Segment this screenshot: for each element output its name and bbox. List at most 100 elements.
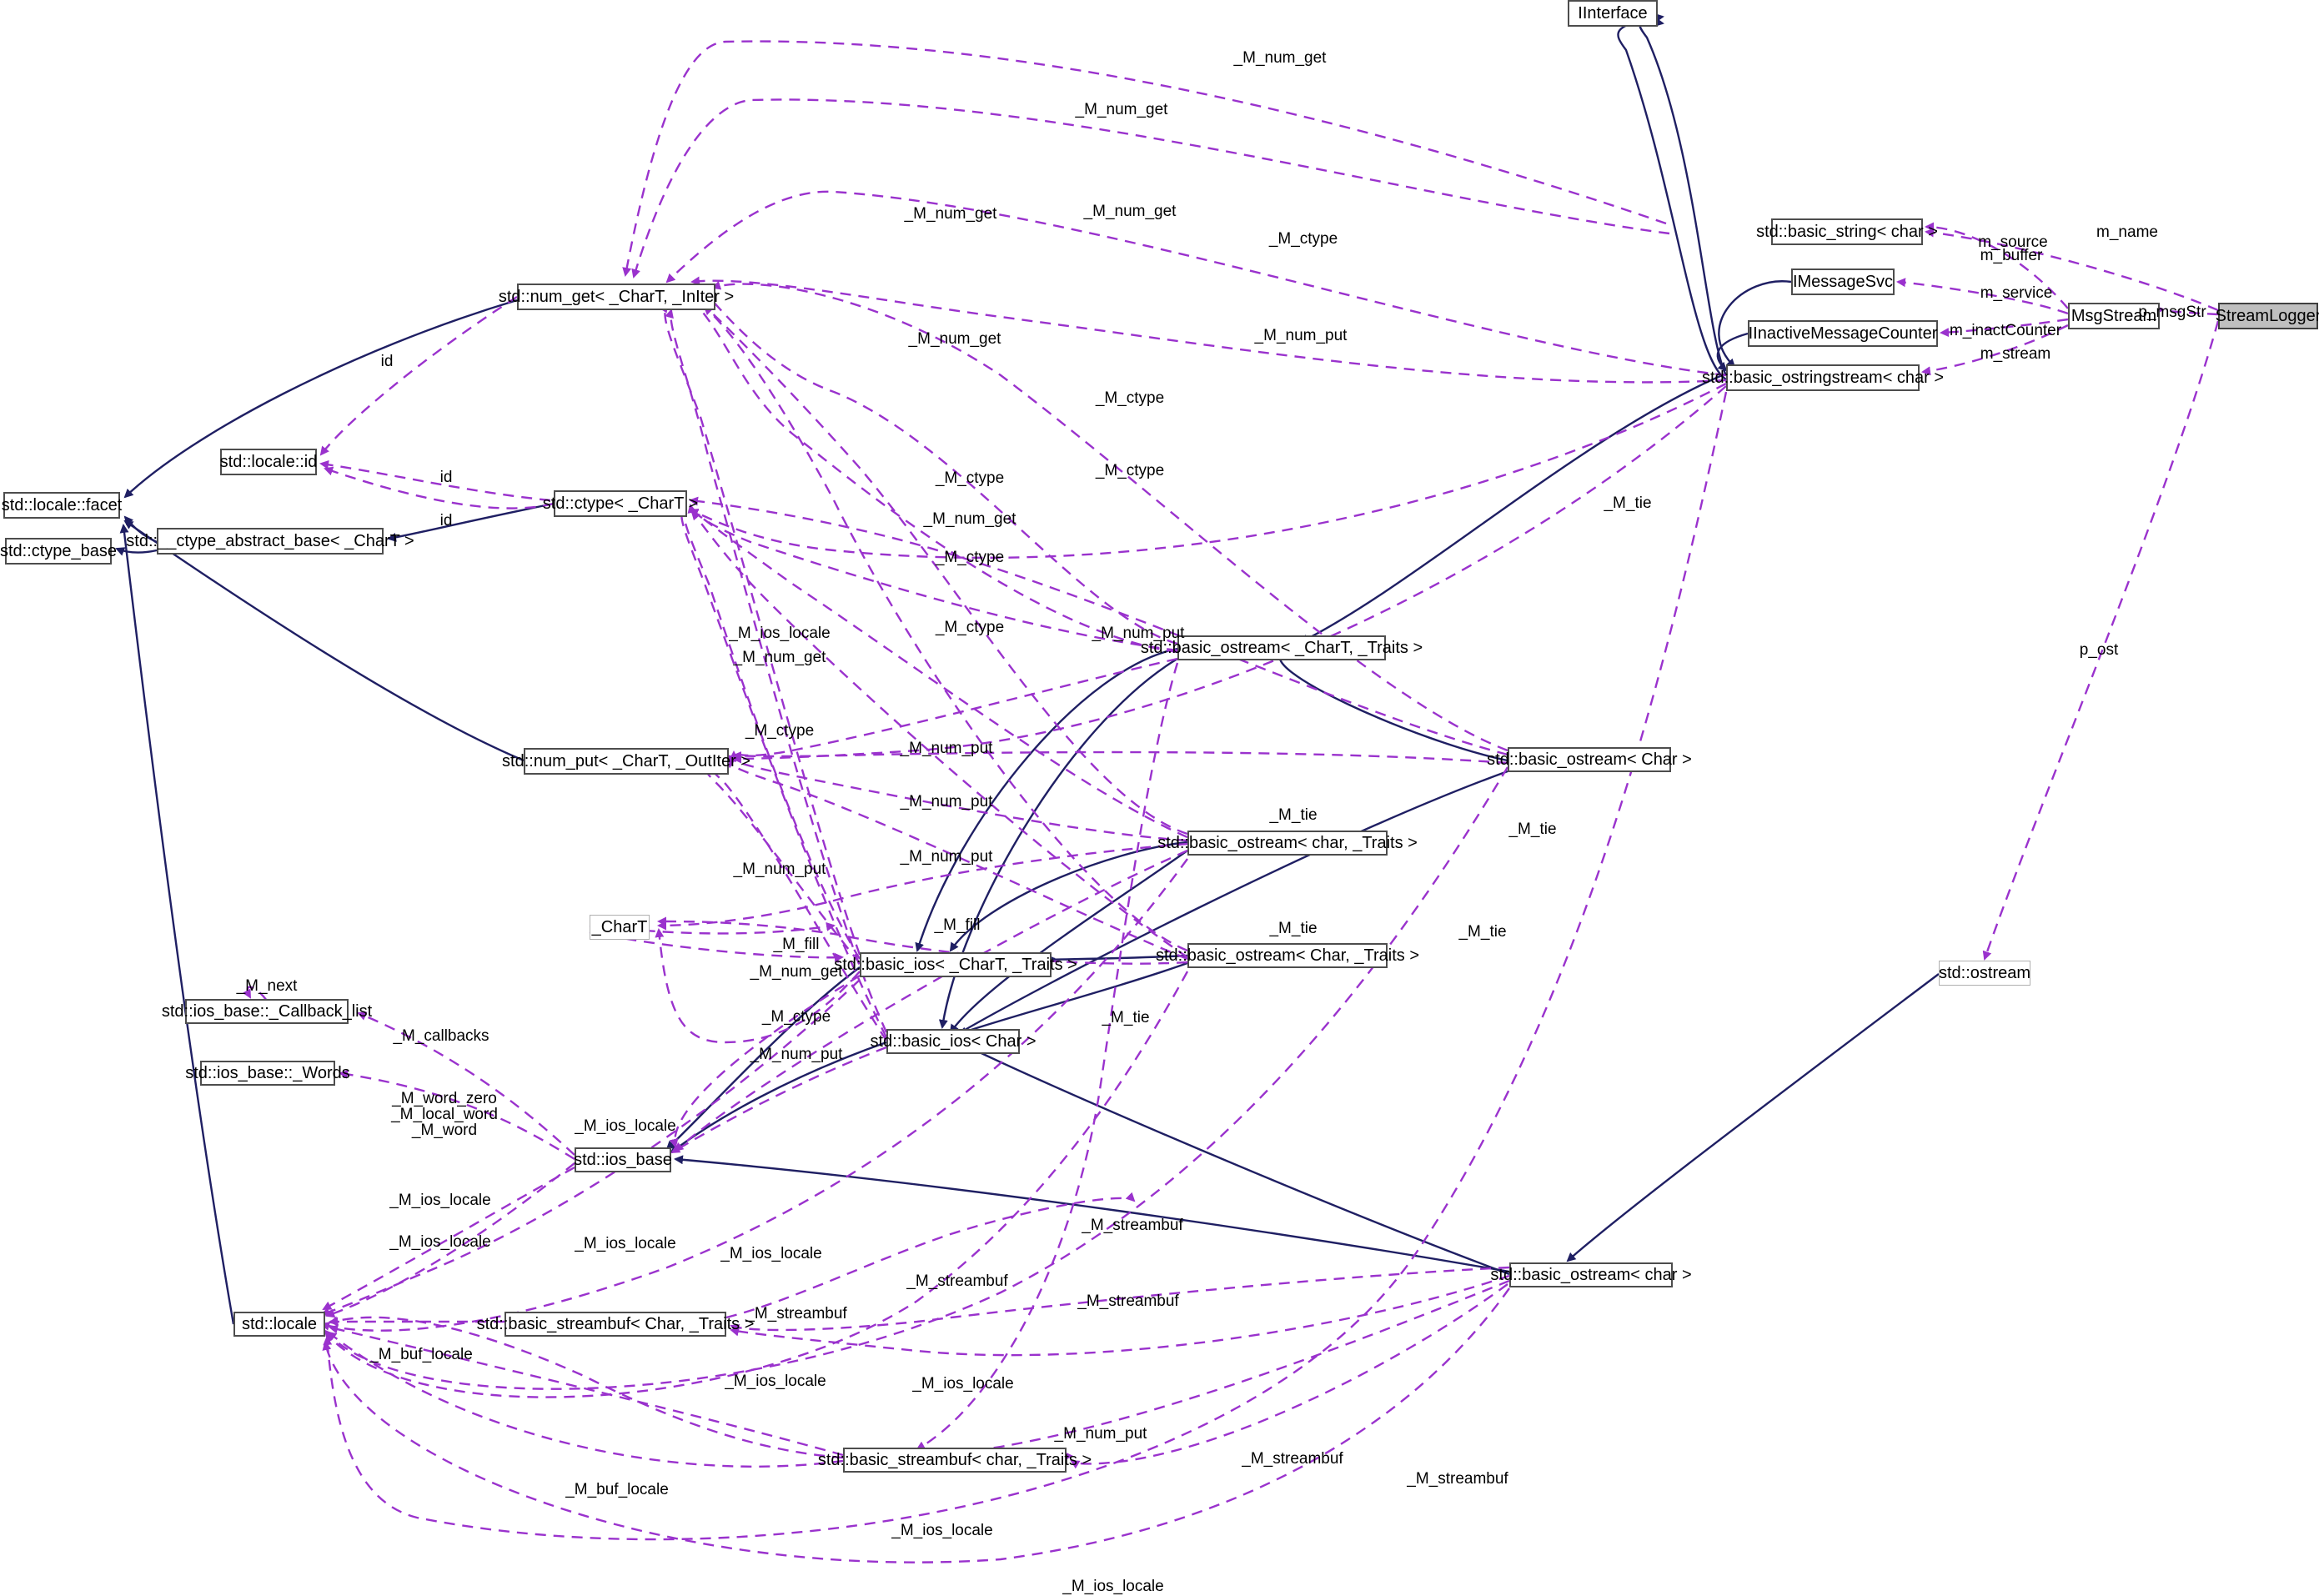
node-label: std::basic_ostream< Char, _Traits > — [1155, 946, 1420, 965]
node-label: IMessageSvc — [1792, 273, 1894, 291]
node-basic-ostream-char-traits[interactable]: std::basic_ostream< char, _Traits > — [1157, 831, 1418, 856]
node-ctype-abstract-base[interactable]: std::__ctype_abstract_base< _CharT > — [126, 528, 414, 555]
node-label: std::num_put< _CharT, _OutIter > — [502, 752, 750, 770]
edge-label: _M_fill — [934, 916, 981, 934]
edge-label: _M_ctype — [745, 722, 815, 740]
edge-label: _M_num_get — [923, 510, 1016, 528]
edge-label: _M_num_put — [900, 793, 993, 811]
edge-label: _M_next — [236, 977, 298, 995]
edge-label: _M_tie — [1604, 494, 1652, 512]
edge-label: p_ost — [2079, 641, 2119, 659]
usage-edges — [242, 40, 2220, 1563]
node-label: std::ios_base::_Words — [185, 1064, 350, 1082]
edge-label: _M_ctype — [935, 549, 1005, 566]
node-basic-ostream-Char[interactable]: std::basic_ostream< Char > — [1487, 747, 1692, 772]
edge-label: _M_tie — [1508, 821, 1557, 838]
node-label: _CharT — [591, 918, 648, 936]
node-locale[interactable]: std::locale — [233, 1312, 325, 1337]
node-ctype-chart[interactable]: std::ctype< _CharT > — [543, 490, 698, 517]
node-num-get[interactable]: std::num_get< _CharT, _InIter > — [499, 284, 734, 310]
edge-label: _M_streambuf — [1407, 1470, 1508, 1488]
edge-label: _M_ctype — [1095, 389, 1165, 407]
node-basic-streambuf-Char[interactable]: std::basic_streambuf< Char, _Traits > — [477, 1312, 754, 1337]
edge-label: _M_fill — [773, 936, 820, 953]
edge-label: _M_ios_locale — [1062, 1578, 1164, 1595]
node-basic-ostringstream-char[interactable]: std::basic_ostringstream< char > — [1702, 364, 1944, 391]
edge-label: _M_ios_locale — [389, 1192, 491, 1209]
edge-label: _M_ctype — [761, 1008, 831, 1026]
node-label: std::basic_streambuf< Char, _Traits > — [476, 1315, 755, 1333]
node-label: std::locale::id — [219, 453, 318, 471]
edge-label: _M_num_put — [750, 1046, 843, 1063]
edge-label: _M_ios_locale — [575, 1117, 676, 1135]
node-label: std::ios_base — [574, 1151, 672, 1169]
node-label: IInterface — [1578, 4, 1648, 23]
edge-label: _M_ios_locale — [729, 625, 831, 642]
node-label: std::basic_ostream< Char > — [1487, 750, 1692, 769]
edge-label: _M_ios_locale — [912, 1375, 1014, 1393]
edge-label: _M_tie — [1269, 806, 1318, 824]
edge-label: _M_num_get — [904, 205, 997, 223]
edge-label: _M_ios_locale — [891, 1522, 993, 1539]
node-ios-base-callback-list[interactable]: std::ios_base::_Callback_list — [162, 999, 372, 1024]
node-streamlogger[interactable]: StreamLogger — [2215, 303, 2319, 329]
edge-label: m_inactCounter — [1949, 322, 2062, 339]
node-basic-ostream-Char-traits[interactable]: std::basic_ostream< Char, _Traits > — [1156, 943, 1419, 968]
edge-label: _M_ctype — [935, 619, 1005, 636]
node-label: std::ostream — [1938, 964, 2031, 982]
node-basic-ostream-char[interactable]: std::basic_ostream< char > — [1490, 1262, 1692, 1287]
edge-label: _M_ctype — [935, 469, 1005, 487]
edge-label: _M_word_zero — [392, 1090, 497, 1107]
edge-label: _M_ios_locale — [725, 1373, 826, 1390]
edge-label: m_buffer — [1980, 247, 2043, 264]
edge-label: m_service — [1980, 284, 2053, 302]
node-chart-template-param[interactable]: _CharT — [590, 915, 650, 940]
node-std-ostream[interactable]: std::ostream — [1939, 961, 2030, 986]
edge-label: _M_num_put — [900, 848, 993, 866]
edge-label: _M_num_get — [1233, 49, 1327, 67]
node-label: std::basic_ostream< char, _Traits > — [1157, 834, 1418, 852]
node-locale-facet[interactable]: std::locale::facet — [1, 492, 123, 519]
node-basic-string-char[interactable]: std::basic_string< char > — [1756, 218, 1938, 245]
node-label: std::basic_ios< _CharT, _Traits > — [834, 956, 1077, 974]
node-msgstream[interactable]: MsgStream — [2068, 303, 2160, 329]
edge-label: _M_ios_locale — [389, 1233, 491, 1251]
node-basic-ostream-CharT[interactable]: std::basic_ostream< _CharT, _Traits > — [1141, 635, 1423, 660]
edge-label: _M_num_put — [1092, 625, 1185, 642]
edge-label: _M_local_word — [391, 1106, 498, 1123]
node-label: MsgStream — [2071, 307, 2157, 325]
node-basic-streambuf-char[interactable]: std::basic_streambuf< char, _Traits > — [818, 1448, 1092, 1473]
edge-label: _M_streambuf — [745, 1305, 847, 1322]
node-label: std::ctype_base — [0, 542, 118, 560]
node-label: std::num_get< _CharT, _InIter > — [498, 288, 735, 306]
edge-label: id — [439, 512, 453, 529]
edge-label: _M_num_put — [1054, 1425, 1147, 1443]
edge-label: _M_buf_locale — [369, 1346, 473, 1363]
edge-label: _M_num_get — [908, 330, 1001, 348]
edge-label: id — [439, 469, 453, 486]
edge-label: _M_num_put — [733, 861, 826, 878]
node-label: std::basic_ostream< char > — [1490, 1266, 1692, 1284]
node-iinterface[interactable]: IInterface — [1568, 0, 1658, 27]
edge-label: _M_ctype — [1268, 230, 1338, 248]
node-locale-id[interactable]: std::locale::id — [220, 449, 317, 475]
node-ios-base[interactable]: std::ios_base — [574, 1147, 672, 1172]
node-ctype-base[interactable]: std::ctype_base — [0, 538, 117, 565]
edge-label: _M_ios_locale — [575, 1235, 676, 1252]
node-iinactivemessagecounter[interactable]: IInactiveMessageCounter — [1748, 320, 1938, 347]
node-label: StreamLogger — [2215, 307, 2319, 325]
edge-label: _M_streambuf — [1082, 1217, 1183, 1234]
edge-label: m_source — [1978, 233, 2048, 251]
node-ios-base-words[interactable]: std::ios_base::_Words — [185, 1061, 350, 1086]
node-label: std::__ctype_abstract_base< _CharT > — [126, 532, 414, 550]
edge-label: _M_num_get — [733, 649, 826, 666]
node-label: std::basic_string< char > — [1756, 223, 1938, 241]
node-label: std::locale::facet — [1, 496, 123, 514]
node-basic-ios-CharT[interactable]: std::basic_ios< _CharT, _Traits > — [834, 952, 1077, 977]
node-basic-ios-Char[interactable]: std::basic_ios< Char > — [871, 1029, 1037, 1054]
node-imessagesvc[interactable]: IMessageSvc — [1791, 269, 1895, 295]
edge-label: p_msgStr — [2138, 304, 2206, 321]
node-num-put[interactable]: std::num_put< _CharT, _OutIter > — [502, 748, 750, 775]
node-label: std::basic_ios< Char > — [870, 1032, 1037, 1051]
